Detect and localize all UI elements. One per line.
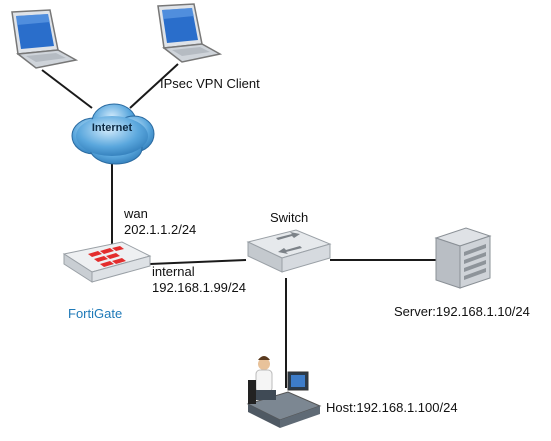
link-laptop1-cloud: [41, 69, 93, 109]
switch-device: [240, 226, 336, 287]
link-fortigate-switch: [149, 259, 247, 265]
internet-cloud: Internet: [66, 96, 158, 168]
fortigate-firewall: [58, 232, 154, 293]
server-icon: [430, 222, 500, 297]
internal-ip-label: 192.168.1.99/24: [152, 280, 246, 295]
cloud-icon: [71, 103, 155, 165]
internet-label: Internet: [91, 122, 133, 134]
fortinet-logo-icon: [88, 246, 126, 267]
host-label: Host:192.168.1.100/24: [326, 400, 458, 415]
vpn-client-label: IPsec VPN Client: [160, 76, 260, 91]
server-label: Server:192.168.1.10/24: [394, 304, 530, 319]
vpn-client-laptop-icon: [148, 2, 224, 73]
fortigate-label: FortiGate: [68, 306, 123, 321]
switch-icon: [246, 229, 332, 273]
internal-interface-label: internal: [152, 264, 195, 279]
link-laptop2-cloud: [129, 63, 179, 109]
switch-label: Switch: [270, 210, 309, 225]
wan-interface-label: wan: [124, 206, 148, 221]
wan-ip-label: 202.1.1.2/24: [124, 222, 197, 237]
laptop-icon: [4, 8, 80, 79]
host-workstation-icon: [244, 352, 324, 437]
